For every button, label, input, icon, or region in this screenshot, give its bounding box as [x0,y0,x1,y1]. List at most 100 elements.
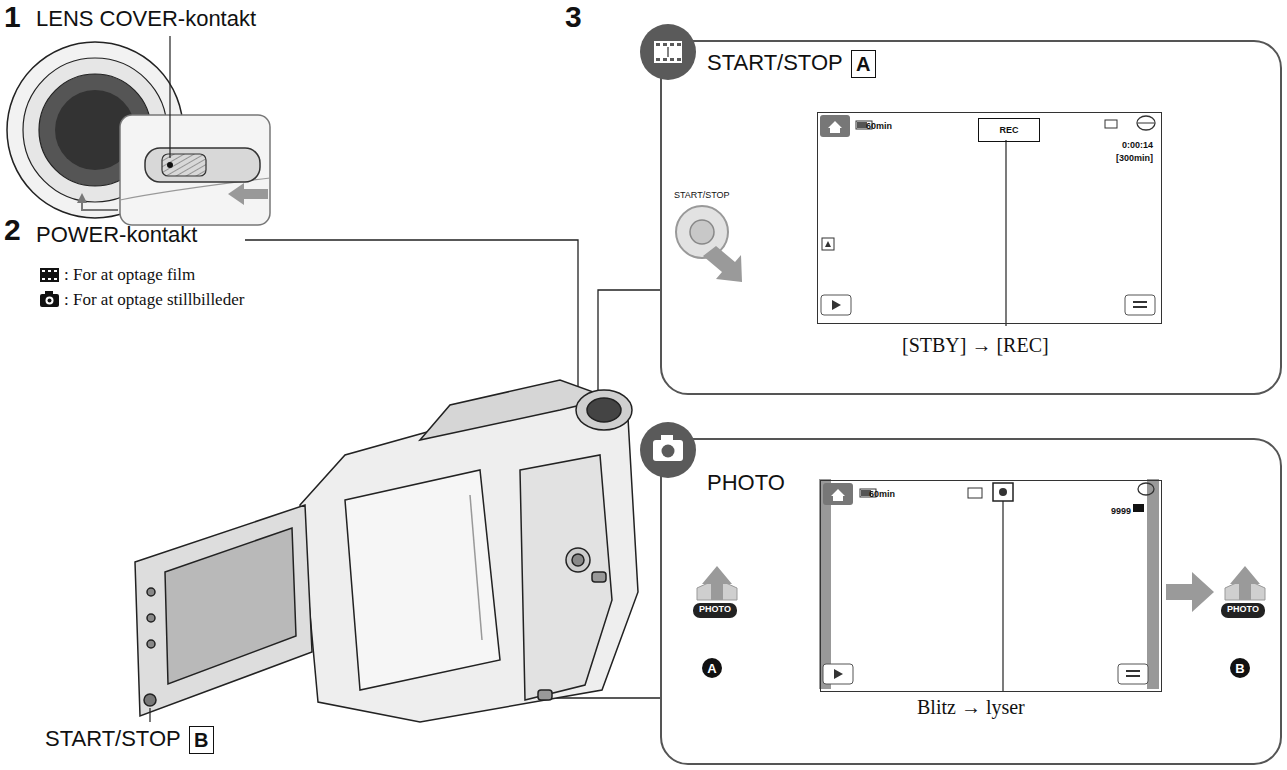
switch-slot [145,148,260,182]
side-bar [1147,479,1159,689]
leader-line [169,36,170,158]
illustration-part [999,488,1007,496]
illustration-part [54,278,57,280]
flash-box [993,483,1013,501]
illustration-part [662,445,675,458]
illustration-part [663,43,667,46]
inset-arrow [82,198,118,210]
button-label: PHOTO [1221,604,1265,614]
part-name: START/STOP [45,726,181,751]
illustration-part [857,122,867,128]
illustration-part [592,572,606,582]
photo-button-label-plate [1221,603,1265,618]
rec-status-box: REC [978,118,1040,142]
illustration-part [831,489,845,501]
illustration-part [147,640,155,648]
illustration-part [661,435,673,441]
step-number: 1 [4,0,21,35]
illustration-part [656,43,660,46]
press-arrow [703,246,742,282]
illustration-part [576,390,632,430]
illustration-part [828,121,842,133]
panel-heading: PHOTO [707,470,785,495]
film-icon [40,268,59,282]
button-label: PHOTO [693,604,737,614]
mode-description: : For at optage stillbilleder [64,290,244,310]
home-button [820,115,850,137]
recording-counter: 0:00:14 [1122,140,1153,150]
leader-line [552,697,660,698]
photo-count-icon [1133,504,1144,512]
illustration-part [167,162,173,168]
illustration-part [670,43,674,46]
step-number: 3 [565,0,582,35]
illustration-part [520,455,612,700]
illustration-part [54,270,57,272]
switch-knob [162,154,206,176]
battery-time: 60min [866,121,892,131]
step-number: 2 [4,213,21,248]
illustration-part [832,300,841,310]
illustration-part [653,440,683,461]
illustration-part [42,270,45,272]
letter: B [194,730,208,750]
status-change-note: [STBY] → [REC] [902,334,1049,357]
illustration-part [663,58,667,61]
movie-mode-panel: START/STOP [STBY] → [REC] A 60min 0:00:14 [30… [660,40,1282,395]
illustration-part [1133,306,1147,308]
illustration-part [48,299,52,303]
step-circle: A [702,658,722,678]
button-letter-box: A [851,50,876,78]
press-arrow [702,566,732,600]
sequence-arrow [1166,572,1214,612]
illustration-part [1105,120,1117,128]
illustration-part [470,495,482,640]
illustration-part [656,58,660,61]
lcd-screen: 60min 9999 [820,480,1162,692]
illustration-part [300,392,638,722]
camcorder [135,380,638,722]
leader-line [1002,501,1003,692]
photo-mode-panel: PHOTOBlitz → lyser60min9999AB [660,438,1282,765]
illustration-part [147,614,155,622]
illustration-part [677,58,681,61]
option-button [1118,664,1148,684]
illustration-part [825,241,831,247]
photo-button-label-plate [693,603,737,618]
illustration-part [48,278,51,280]
press-arrow [1230,566,1260,600]
battery-time: 60min [869,489,895,499]
illustration-part [670,58,674,61]
switch-inset [120,115,270,225]
illustration-part [1126,670,1140,672]
panel-heading: START/STOP [707,50,843,75]
illustration-part [667,47,669,57]
illustration-part [45,291,53,295]
illustration-part [968,488,982,498]
letter: REC [999,126,1018,135]
camera-icon [40,294,59,307]
part-name: LENS COVER-kontakt [36,6,256,31]
illustration-part [690,220,714,244]
remaining-time: [300min] [1116,153,1153,163]
slide-arrow [228,183,268,205]
photo-count: 9999 [1111,506,1131,516]
illustration-part [834,669,843,679]
illustration-part [587,398,621,422]
flash-note: Blitz → lyser [917,696,1025,719]
mode-description: : For at optage film [64,265,195,285]
illustration-part [144,694,156,706]
lcd-screen: 60min 0:00:14 [300min] REC [817,112,1162,324]
illustration-part [822,238,834,250]
illustration-part [42,278,45,280]
option-button [1125,295,1155,315]
illustration-part [538,690,552,700]
illustration-part [1126,675,1140,677]
letter: A [707,662,716,675]
illustration-part [46,297,54,305]
letter: A [856,54,870,74]
illustration-part [1138,123,1154,124]
part-name: POWER-kontakt [36,222,197,247]
